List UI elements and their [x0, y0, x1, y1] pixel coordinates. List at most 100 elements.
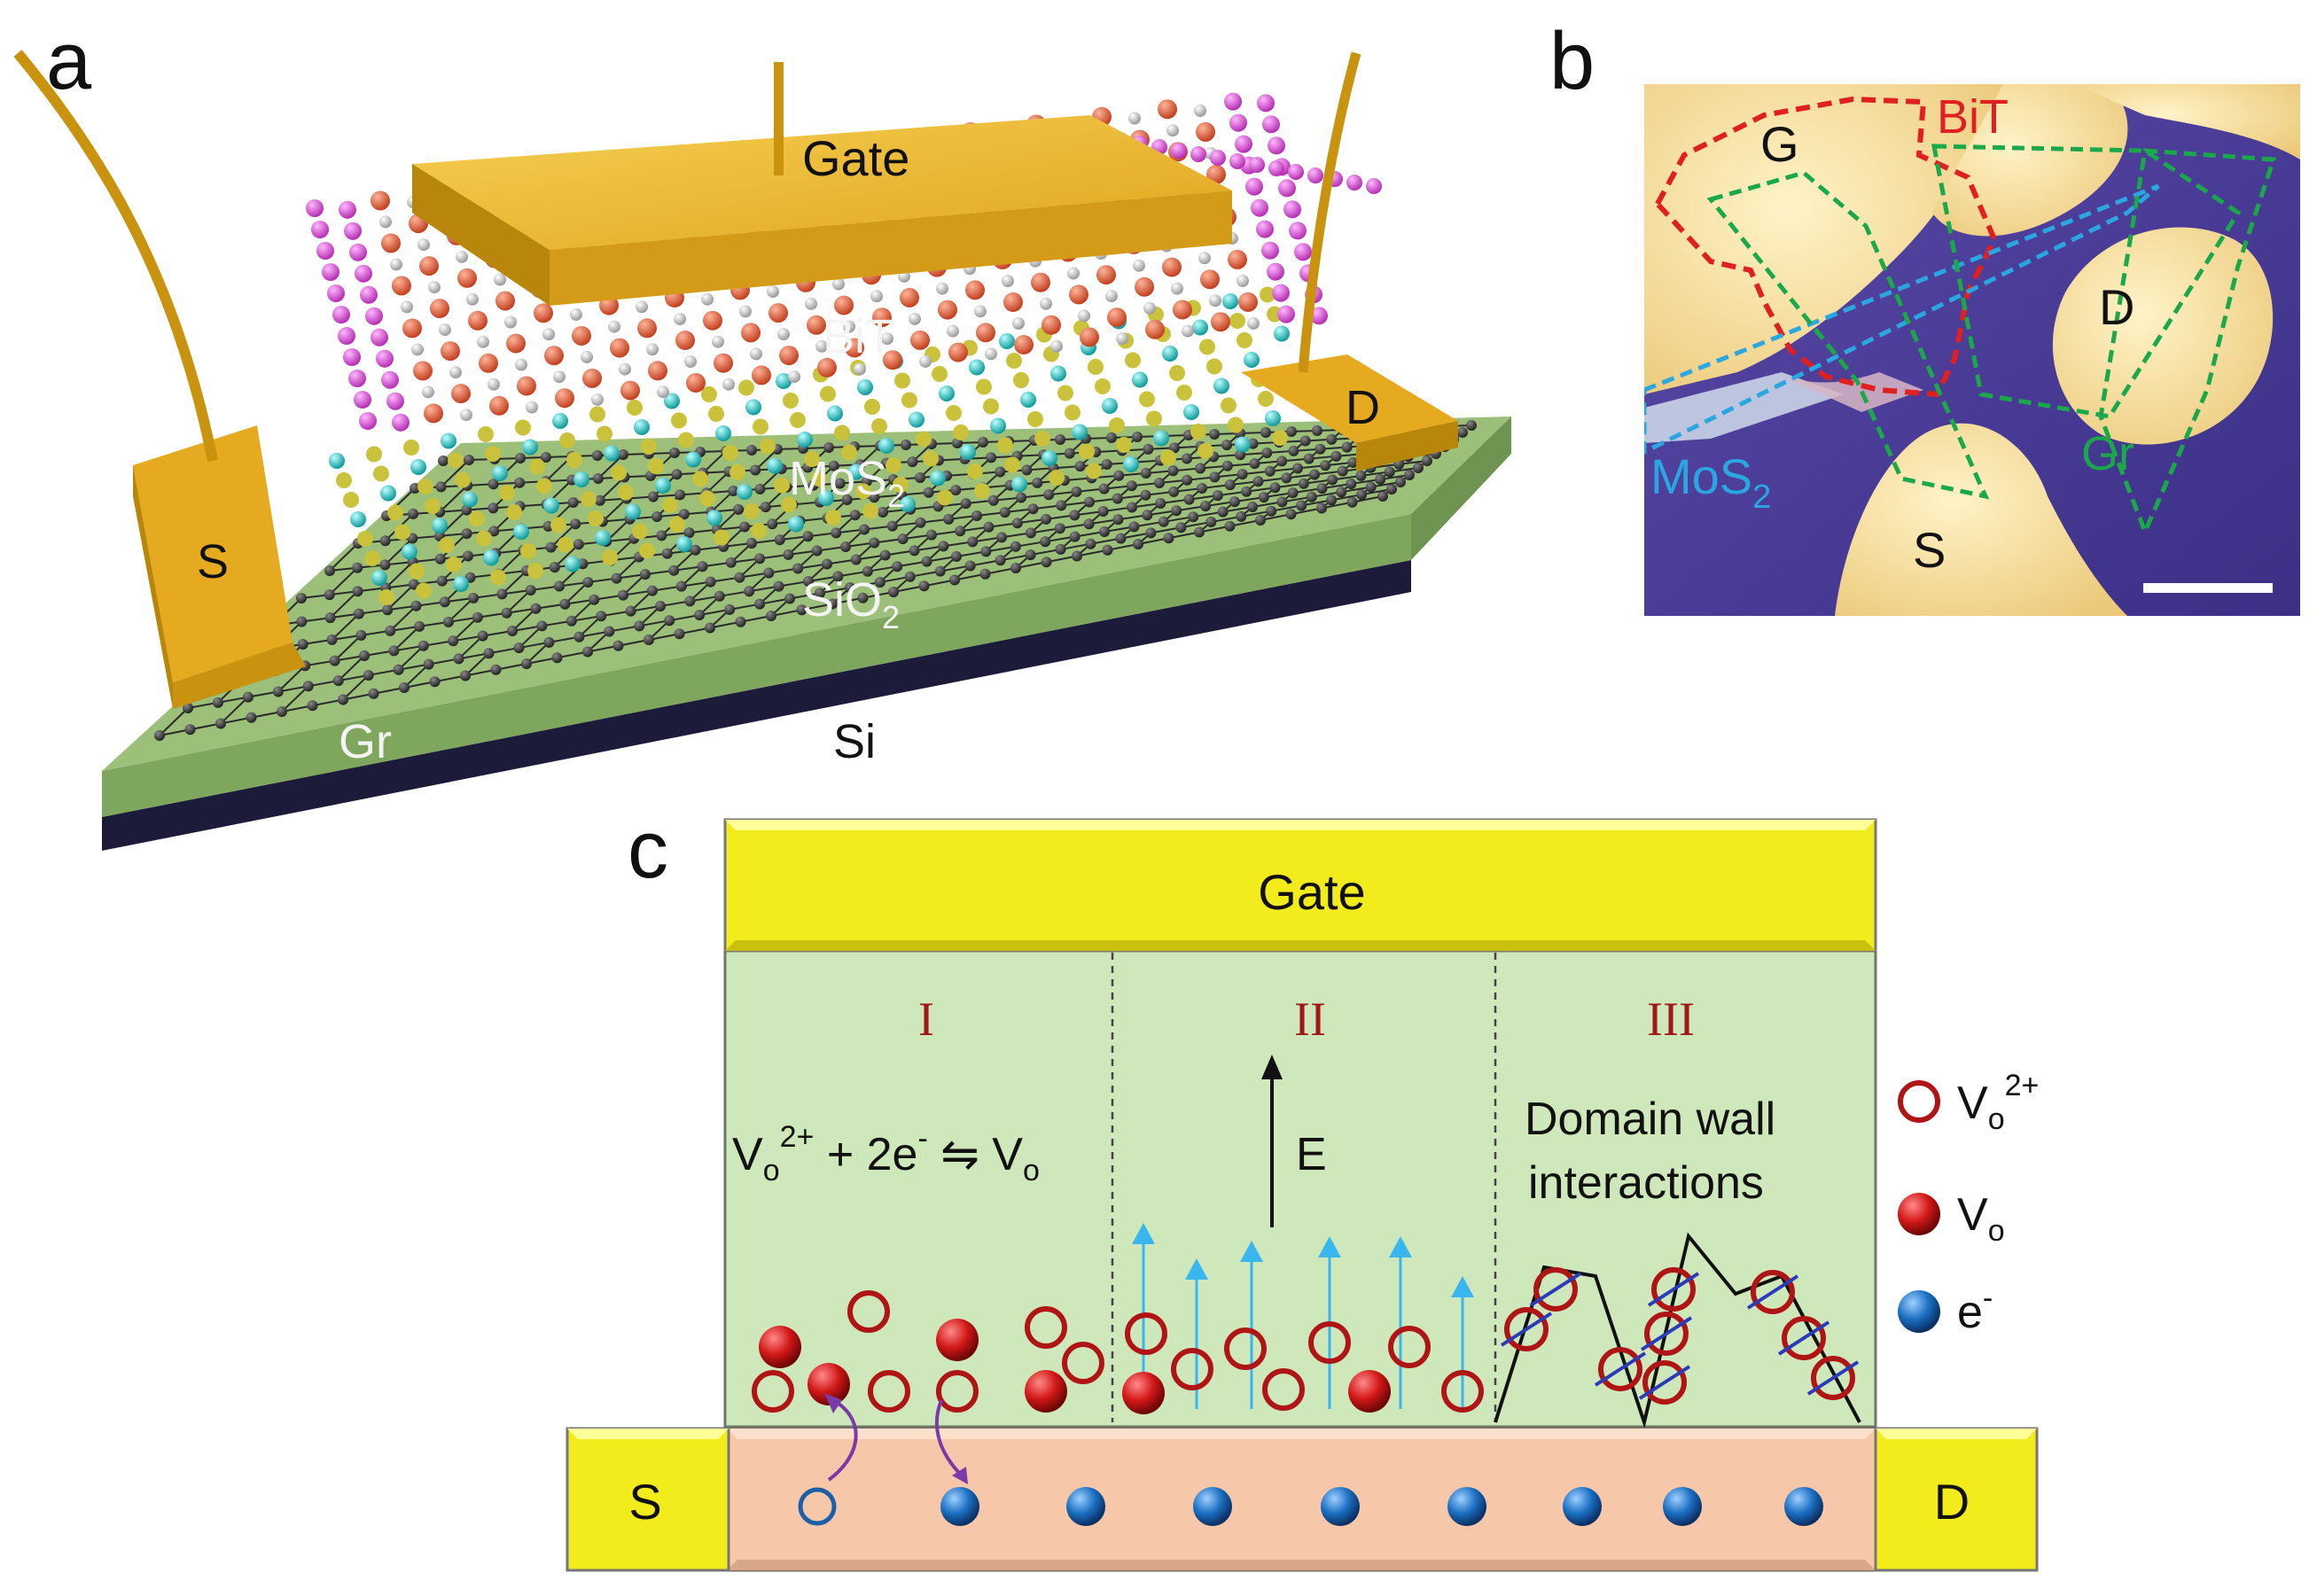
graphene-atom	[674, 628, 685, 640]
graphene-atom	[326, 634, 338, 645]
graphene-atom	[1312, 425, 1322, 436]
graphene-atom	[379, 559, 391, 571]
graphene-atom	[656, 530, 667, 541]
bit-atom	[1211, 312, 1230, 332]
si-label-a: Si	[833, 715, 876, 768]
bit-atom	[1247, 316, 1260, 330]
bit-atom	[504, 315, 517, 329]
bit-atom	[489, 395, 509, 416]
bit-atom	[591, 393, 604, 406]
bit-atom	[460, 409, 472, 422]
graphene-atom	[766, 611, 776, 621]
bit-atom	[456, 250, 468, 263]
bit-edge-atom	[1229, 153, 1245, 169]
bit-atom	[1245, 177, 1263, 196]
graphene-atom	[296, 616, 308, 627]
bit-atom	[815, 339, 828, 353]
graphene-atom	[1194, 526, 1205, 538]
channel-bevel-top	[727, 1429, 1876, 1439]
gate-wire	[774, 62, 784, 175]
mos2-atom	[841, 444, 857, 461]
gate-bar	[723, 818, 1877, 953]
mos2-atom	[1272, 430, 1288, 446]
graphene-atom	[1309, 469, 1320, 480]
bit-atom	[488, 378, 500, 391]
graphene-atom	[823, 442, 834, 453]
bit-atom	[419, 256, 439, 276]
graphene-atom	[573, 539, 584, 550]
mos2-atom	[946, 405, 962, 421]
bit-atom	[1256, 220, 1274, 238]
bit-atom	[332, 306, 350, 323]
mos2-atom	[522, 439, 538, 455]
legend-icon-electron	[1898, 1290, 1940, 1333]
dw-vacancy-ring	[1811, 1356, 1855, 1400]
graphene-atom	[559, 598, 571, 610]
bit-atom	[870, 290, 883, 303]
mos2-atom	[969, 359, 985, 376]
graphene-atom	[212, 697, 223, 708]
polarization-arrow-head	[1389, 1236, 1412, 1257]
graphene-atom	[690, 544, 701, 556]
graphene-atom	[461, 528, 472, 540]
bit-atom	[344, 222, 362, 240]
bit-atom	[1135, 276, 1154, 297]
graphene-atom	[907, 456, 918, 468]
polarization-arrow-head	[1318, 1236, 1341, 1257]
bit-atom	[401, 300, 413, 314]
graphene-bond	[501, 570, 527, 596]
graphene-atom	[625, 605, 636, 617]
graphene-atom	[943, 513, 955, 525]
graphene-atom	[744, 586, 755, 597]
source-label-c: S	[628, 1474, 661, 1530]
mos2-atom	[939, 385, 955, 401]
graphene-atom	[983, 521, 995, 533]
panel-c: c Gate I II III Vo2+ + 2e- ⇋ Vo E Domain…	[566, 805, 2039, 1572]
graphene-atom	[1260, 427, 1271, 438]
graphene-atom	[995, 466, 1006, 478]
graphene-atom	[1255, 515, 1266, 526]
mos2-atom	[639, 542, 655, 559]
bit-atom	[1069, 284, 1088, 305]
graphene-atom	[705, 576, 716, 588]
bit-atom	[1289, 222, 1307, 240]
graphene-atom	[324, 565, 335, 576]
graphene-atom	[1320, 460, 1331, 471]
graphene-atom	[1200, 501, 1212, 512]
graphene-atom	[1168, 486, 1180, 497]
bit-atom	[1003, 292, 1023, 312]
mos2-atom	[862, 502, 878, 519]
e-field-arrow-head	[1261, 1055, 1283, 1079]
graphene-atom	[1016, 492, 1026, 503]
graphene-atom	[849, 510, 861, 521]
graphene-atom	[215, 718, 226, 729]
graphene-atom	[938, 541, 949, 552]
graphene-atom	[1182, 474, 1193, 486]
mos2-atom	[490, 569, 506, 586]
graphene-atom	[767, 518, 778, 530]
graphene-atom	[594, 494, 605, 506]
dw-hatch	[1746, 1274, 1799, 1310]
scale-bar	[2143, 583, 2273, 593]
mos2-atom	[627, 400, 643, 416]
mos2-atom	[848, 463, 864, 480]
graphene-atom	[683, 527, 695, 539]
gate-pad-top	[412, 115, 1232, 250]
bit-atom	[1105, 290, 1118, 303]
mos2-atom	[581, 491, 597, 507]
mos2-atom	[1123, 456, 1139, 472]
graphene-atom	[949, 574, 960, 586]
graphene-atom	[596, 611, 607, 622]
graphene-atom	[1404, 470, 1415, 480]
graphene-atom	[496, 588, 508, 600]
graphene-atom	[1355, 470, 1367, 481]
graphene-atom	[1171, 505, 1182, 517]
vo2plus-ring	[1025, 1306, 1067, 1349]
graphene-atom	[507, 626, 518, 636]
graphene-atom	[1288, 445, 1299, 456]
mos2-atom	[1183, 404, 1199, 420]
mos2-atom	[380, 485, 396, 502]
graphene-atom	[1384, 466, 1395, 478]
bit-atom	[581, 350, 593, 363]
channel-bar	[725, 1427, 1877, 1572]
